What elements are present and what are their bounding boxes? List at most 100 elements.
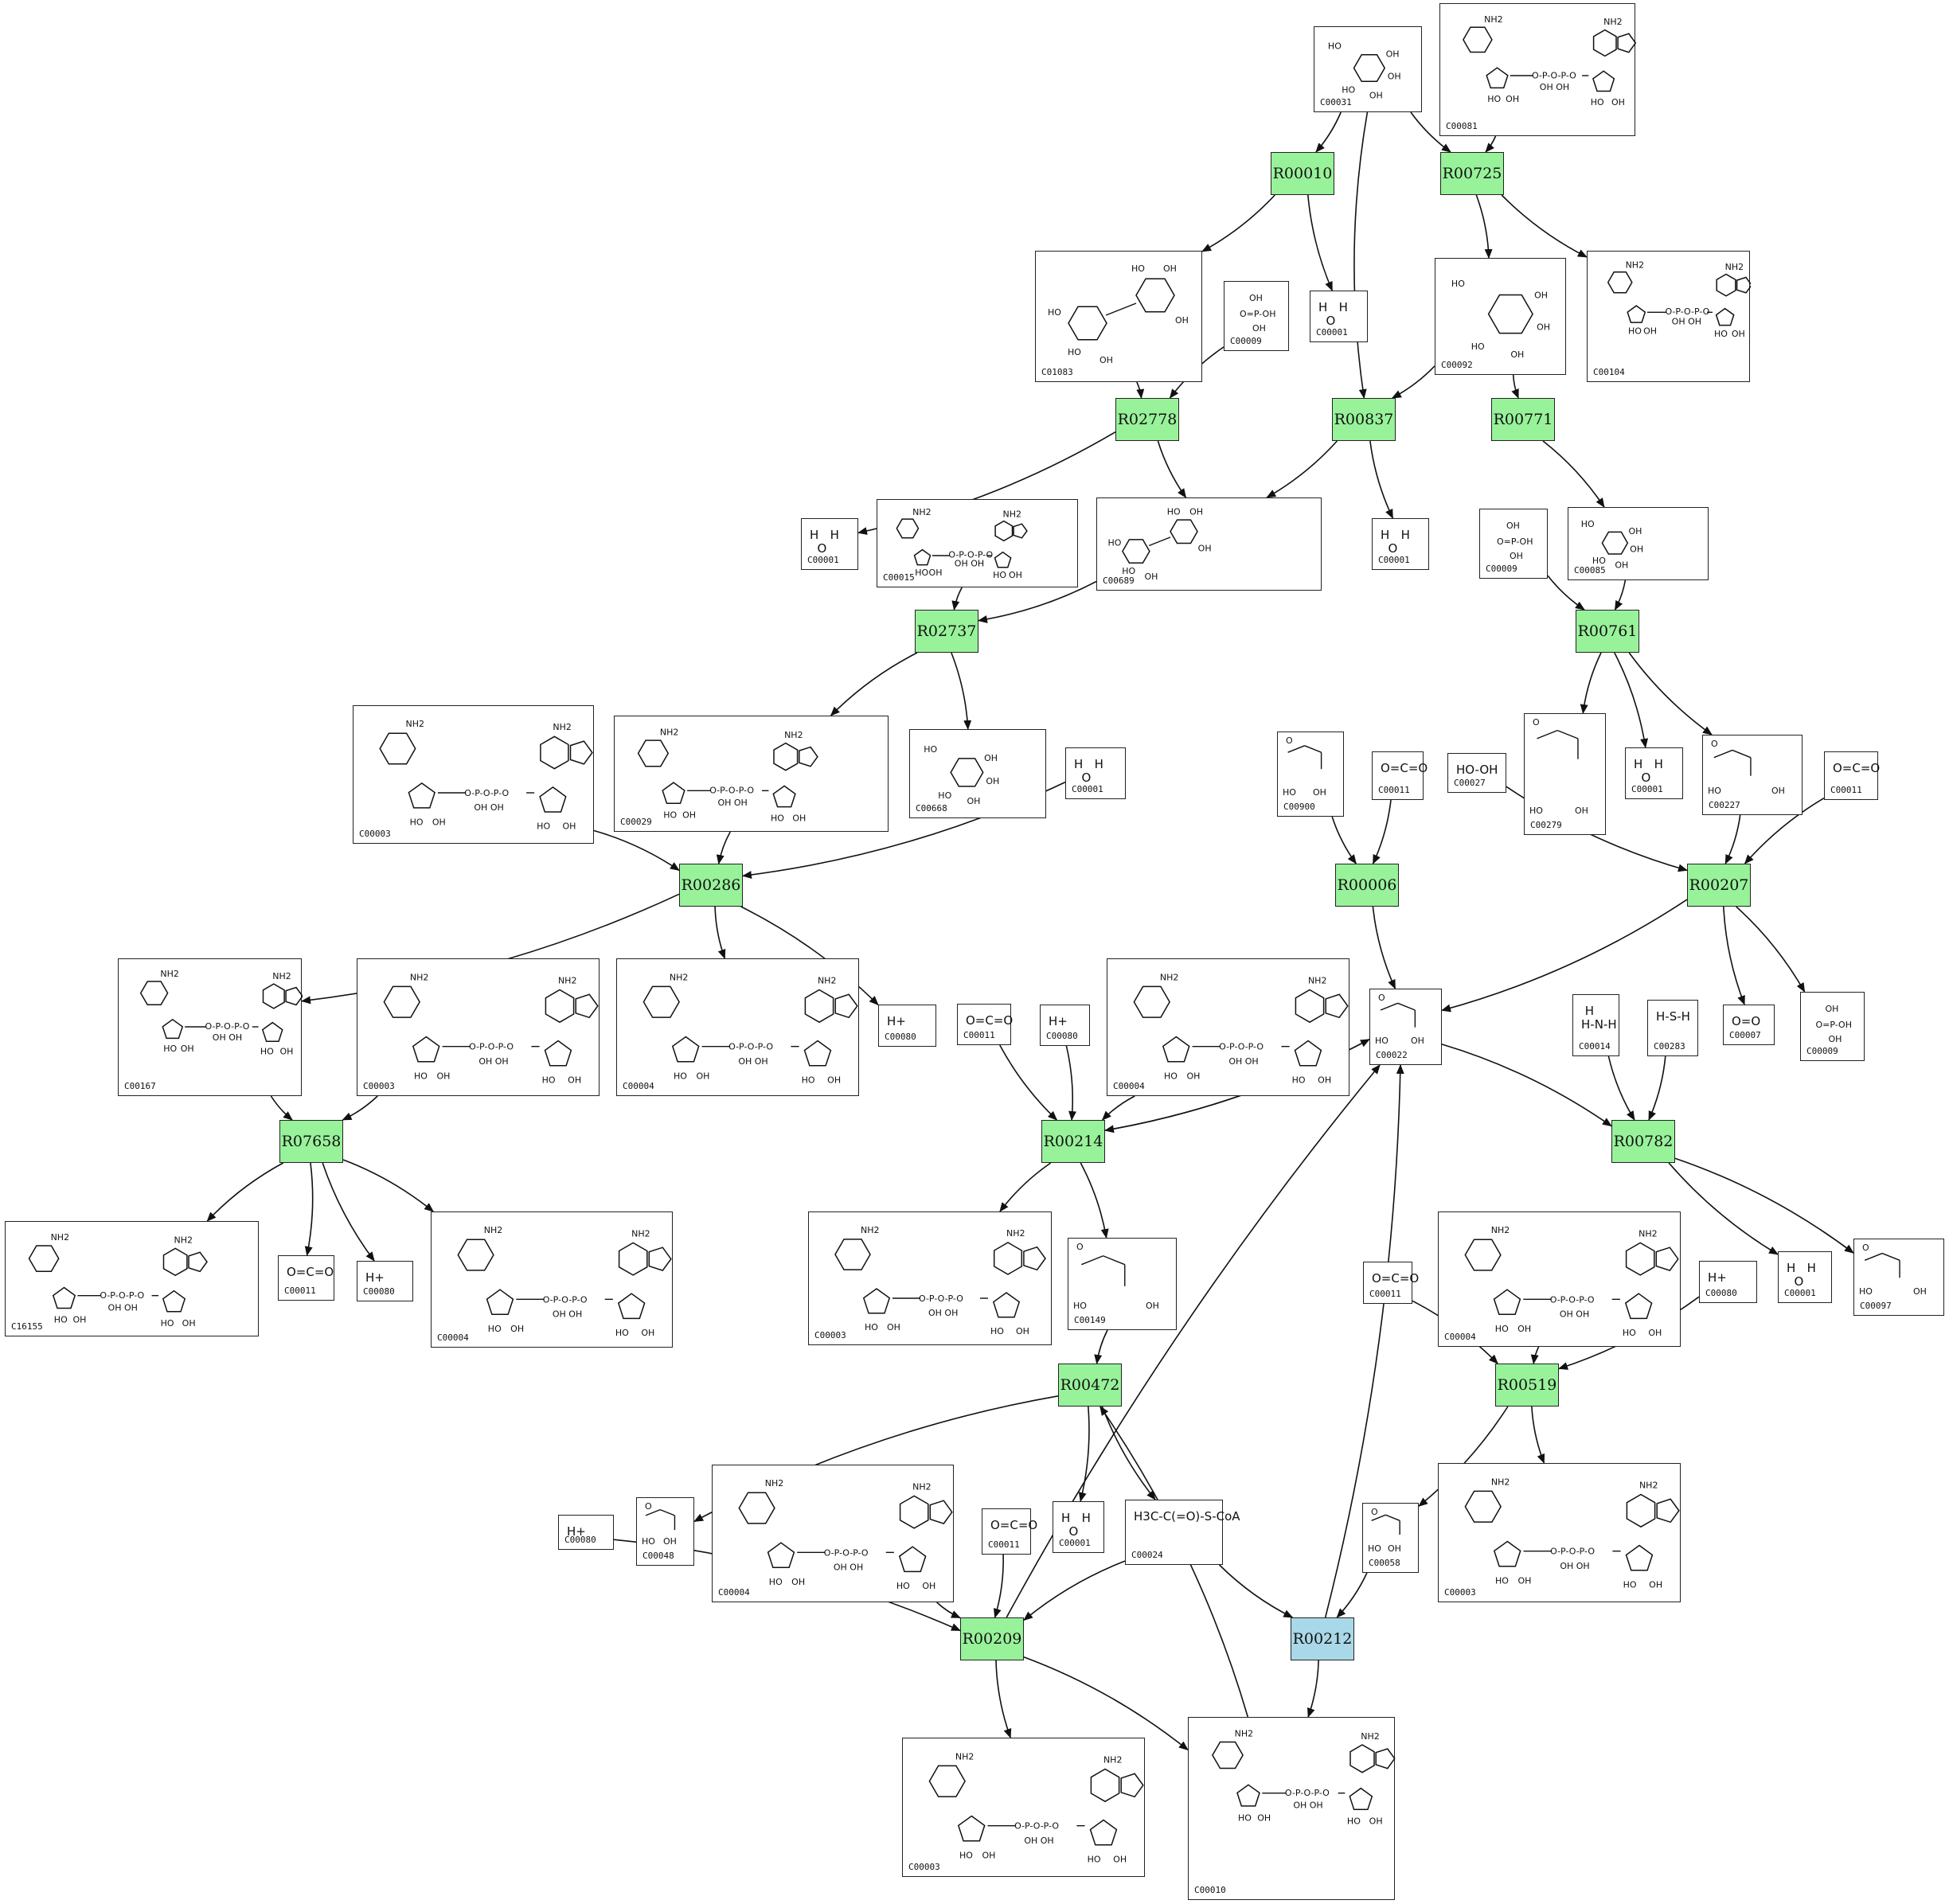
svg-text:OH OH: OH OH [1560, 1309, 1589, 1320]
compound-c00080[interactable]: H+C00080 [558, 1515, 614, 1550]
reaction-r00006[interactable]: R00006 [1335, 864, 1399, 907]
compound-formula: H+ [1049, 1014, 1068, 1028]
edge-c30-to-r_R00214 [1065, 1045, 1077, 1121]
svg-text:OH: OH [1186, 1071, 1200, 1081]
svg-text:OH: OH [568, 1075, 581, 1085]
reaction-r00782[interactable]: R00782 [1611, 1120, 1675, 1163]
compound-id-label: C00001 [807, 555, 839, 565]
svg-text:HO: HO [915, 568, 928, 578]
svg-text:OH OH: OH OH [1560, 1561, 1589, 1571]
reaction-r00761[interactable]: R00761 [1576, 610, 1639, 653]
edge-r_R00725-to-c6 [1475, 194, 1493, 259]
edge-r_R00771-to-c13 [1542, 440, 1605, 508]
reaction-r00010[interactable]: R00010 [1271, 152, 1334, 195]
svg-text:HO: HO [1592, 556, 1606, 566]
compound-c00080[interactable]: H+C00080 [357, 1261, 413, 1301]
compound-formula: H H O [810, 528, 839, 556]
compound-c00080[interactable]: H+C00080 [878, 1005, 936, 1047]
reaction-r00212[interactable]: R00212 [1291, 1617, 1354, 1660]
compound-id-label: C00004 [437, 1332, 469, 1343]
reaction-r00472[interactable]: R00472 [1058, 1364, 1122, 1407]
svg-text:OH: OH [1643, 326, 1657, 337]
svg-text:O: O [1371, 1507, 1378, 1517]
reaction-r00725[interactable]: R00725 [1440, 152, 1504, 195]
compound-id-label: C00080 [363, 1286, 395, 1297]
reaction-r02778[interactable]: R02778 [1115, 398, 1179, 441]
svg-text:OH: OH [1388, 71, 1401, 81]
reaction-r00286[interactable]: R00286 [679, 864, 743, 907]
reaction-r00519[interactable]: R00519 [1495, 1364, 1559, 1407]
reaction-r02737[interactable]: R02737 [915, 610, 978, 653]
svg-text:HO: HO [1073, 1301, 1087, 1311]
reaction-r00771[interactable]: R00771 [1491, 398, 1555, 441]
compound-c00080[interactable]: H+C00080 [1699, 1261, 1757, 1303]
reaction-r00209[interactable]: R00209 [960, 1617, 1024, 1660]
svg-text:NH2: NH2 [784, 730, 803, 740]
compound-c00080[interactable]: H+C00080 [1040, 1005, 1090, 1046]
reaction-r00207[interactable]: R00207 [1687, 864, 1751, 907]
svg-text:NH2: NH2 [51, 1232, 70, 1243]
svg-text:OH OH: OH OH [717, 798, 747, 808]
compound-formula: O=C=O [966, 1013, 1014, 1028]
reaction-r00214[interactable]: R00214 [1041, 1120, 1105, 1163]
reaction-r07658[interactable]: R07658 [279, 1120, 343, 1163]
compound-id-label: C00004 [718, 1587, 750, 1598]
reaction-r00837[interactable]: R00837 [1332, 398, 1396, 441]
svg-text:OH: OH [1386, 49, 1400, 60]
compound-id-label: C00283 [1654, 1041, 1685, 1051]
